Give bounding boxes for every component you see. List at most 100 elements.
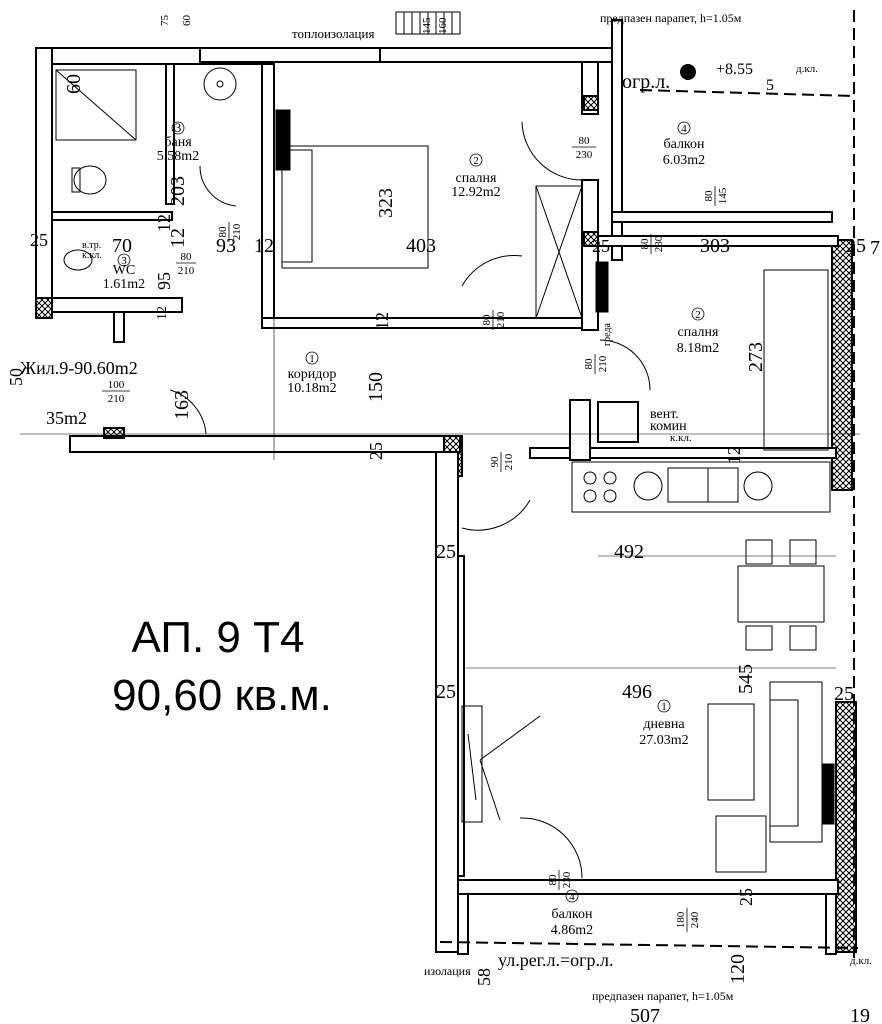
door-swings [169,121,651,879]
shower-icon [55,69,137,141]
room-area: 8.18m2 [677,341,719,356]
room-num: 4 [681,123,687,135]
parapet-label: предпазен парапет, h=1.05м [600,11,742,25]
dim: 145 [421,17,433,34]
sink-icon [203,67,237,101]
dim: 93 [216,235,236,257]
dim: 95 [154,272,174,290]
svg-text:210: 210 [503,453,515,470]
svg-text:210: 210 [108,393,125,405]
dim: 5 [766,77,774,94]
dim: 60 [63,74,85,94]
dim: 25 [846,235,866,257]
opening-specs: 80 210 80 210 100 210 80 210 80 230 80 1… [102,135,729,932]
room-area: 6.03m2 [663,153,705,168]
apartment-area: 90,60 кв.м. [112,671,332,720]
prev-area-label: 35m2 [46,408,87,428]
dim: 203 [167,176,189,206]
svg-text:210: 210 [231,223,243,240]
dim: 25 [30,230,48,250]
dim: 75 [159,15,171,27]
dim: 12 [154,214,174,232]
dining-table [737,565,825,623]
svg-text:90: 90 [489,456,501,468]
room-area: 12.92m2 [451,185,500,200]
dim: 150 [365,372,387,402]
ogr-label: огр.л. [622,71,670,93]
level-label: +8.55 [716,61,753,78]
room-num: 2 [695,309,701,321]
svg-text:80: 80 [583,358,595,370]
dim: 25 [834,683,854,705]
svg-text:180: 180 [675,911,687,928]
dim: 25 [436,681,456,703]
dim: 7 [870,237,880,259]
kkl2-label: к.кл. [82,250,102,261]
svg-text:80: 80 [181,251,193,263]
svg-text:80: 80 [217,226,229,238]
room-num: 1 [309,353,315,365]
svg-text:230: 230 [561,871,573,888]
dim: 120 [727,954,749,984]
room-name: балкон [663,137,705,152]
walls [35,19,857,955]
dim: 163 [171,390,193,420]
dim: 70 [112,235,132,257]
dim: 273 [745,342,767,372]
apartment-title: АП. 9 Т4 [132,613,305,662]
room-area: 1.61m2 [103,277,145,292]
svg-text:80: 80 [639,238,651,250]
dimensions: 75 60 145 160 60 203 323 403 12 93 12 25… [6,15,880,1024]
greda-label: греда [602,323,613,346]
svg-text:80: 80 [481,314,493,326]
room-labels: 3 баня 5.58m2 3 WC 1.61m2 2 спалня 12.92… [103,120,719,938]
dim: 12 [254,235,274,257]
dim: 303 [700,235,730,257]
svg-text:210: 210 [495,311,507,328]
dim: 496 [622,681,652,703]
svg-text:210: 210 [178,265,195,277]
dim: 25 [436,541,456,563]
svg-text:230: 230 [576,149,593,161]
svg-text:80: 80 [547,874,559,886]
dim: 25 [736,888,756,906]
room-name: коридор [288,367,337,382]
annotations: топлоизолация предпазен парапет, h=1.05м… [20,11,872,1003]
dim: 12 [167,228,189,248]
bottom-parapet-label: предпазен парапет, h=1.05м [592,989,734,1003]
room-name: спалня [456,171,498,186]
dim: 25 [592,236,610,256]
level-marker-icon [680,64,696,80]
svg-text:145: 145 [717,187,729,204]
dim: 12 [724,446,744,464]
grid-lines [20,96,860,669]
dim: 492 [614,541,644,563]
svg-text:210: 210 [597,355,609,372]
bottom-insulation-label: изолация [424,964,471,978]
dim: 160 [437,17,449,34]
sofa-icon [769,681,823,843]
vtr-label: в.тр. [82,240,101,251]
room-area: 10.18m2 [287,381,336,396]
room-num: 3 [121,255,127,267]
room-name: баня [164,135,192,150]
unit-area-label: Жил.9-90.60m2 [20,358,138,378]
svg-text:100: 100 [108,379,125,391]
dim: 323 [375,188,397,218]
dim: 545 [735,664,757,694]
room-num: 3 [175,120,182,135]
dim: 19 [850,1005,870,1024]
dim: 50 [6,368,26,386]
svg-text:240: 240 [689,911,701,928]
dkl-bottom-label: д.кл. [850,955,872,967]
room-num: 2 [473,155,479,167]
kitchen-counter [571,461,831,513]
toilet-icon [73,165,107,195]
dkl-label: д.кл. [796,63,818,75]
svg-text:230: 230 [653,235,665,252]
dim: 58 [474,968,494,986]
svg-text:80: 80 [579,135,591,147]
bottom-line-label: ул.рег.л.=огр.л. [498,950,614,970]
dim: 403 [406,235,436,257]
